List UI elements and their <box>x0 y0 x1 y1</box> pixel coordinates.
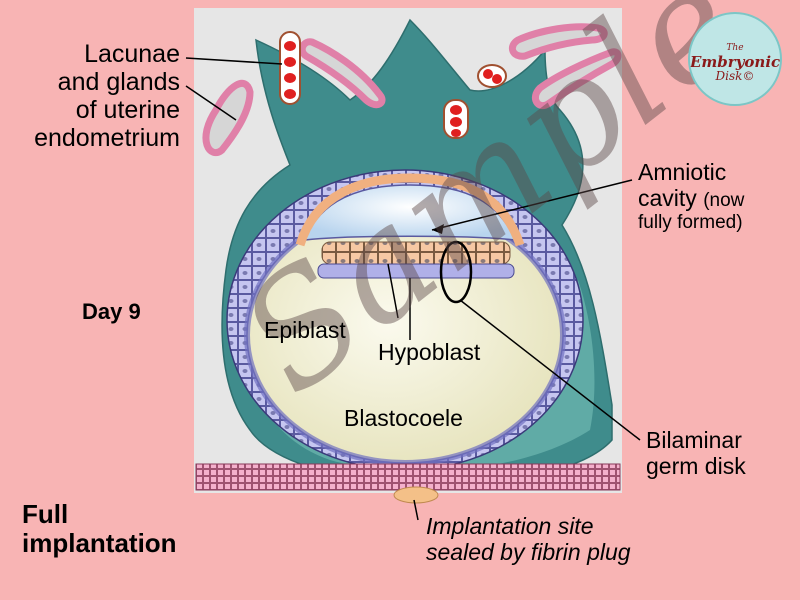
hypoblast-layer <box>317 263 515 279</box>
embryonic-disk-logo: The Embryonic Disk© <box>688 12 782 106</box>
label-implantation-line2: sealed by fibrin plug <box>426 538 631 565</box>
label-lacunae: Lacunae and glands of uterine endometriu… <box>8 40 180 152</box>
label-lacunae-line3: of uterine <box>75 96 180 124</box>
label-bilaminar-line1: Bilaminar <box>646 427 742 453</box>
label-lacunae-line2: and glands <box>57 68 180 96</box>
label-implantation-line1: Implantation site <box>426 513 594 539</box>
amniotic-arrowhead <box>432 224 444 234</box>
label-day: Day 9 <box>82 299 141 324</box>
amniotic-cavity <box>303 184 517 241</box>
fibrin-plug <box>393 486 439 504</box>
logo-line-3: Disk <box>715 69 743 84</box>
label-amniotic-cavity: Amniotic cavity (now fully formed) <box>638 159 745 233</box>
label-full-line1: Full <box>22 499 69 529</box>
label-epiblast: Epiblast <box>264 317 346 343</box>
uterine-epithelium <box>195 463 621 491</box>
logo-copyright: © <box>742 69 755 84</box>
uterine-glands <box>202 23 622 156</box>
label-lacunae-line4: endometrium <box>34 124 180 152</box>
amnion <box>295 173 525 247</box>
label-amniotic-line3: fully formed) <box>638 211 743 233</box>
label-blastocoele: Blastocoele <box>344 405 463 431</box>
label-full-implantation: Full implantation <box>22 499 177 559</box>
label-bilaminar: Bilaminar germ disk <box>646 427 746 480</box>
label-lacunae-line1: Lacunae <box>84 40 180 68</box>
lacunae <box>279 31 507 139</box>
pointer-lines <box>185 57 641 521</box>
label-amniotic-now: (now <box>703 189 745 211</box>
logo-line-1: The <box>726 43 744 53</box>
label-amniotic-line1: Amniotic <box>638 159 727 185</box>
bilaminar-disk-marker <box>439 240 473 304</box>
logo-line-2: Embryonic <box>690 52 781 71</box>
label-implantation-site: Implantation site sealed by fibrin plug <box>426 513 631 566</box>
label-amniotic-line2: cavity <box>638 184 697 211</box>
label-full-line2: implantation <box>22 528 177 559</box>
label-hypoblast: Hypoblast <box>378 339 481 365</box>
label-bilaminar-line2: germ disk <box>646 452 746 479</box>
